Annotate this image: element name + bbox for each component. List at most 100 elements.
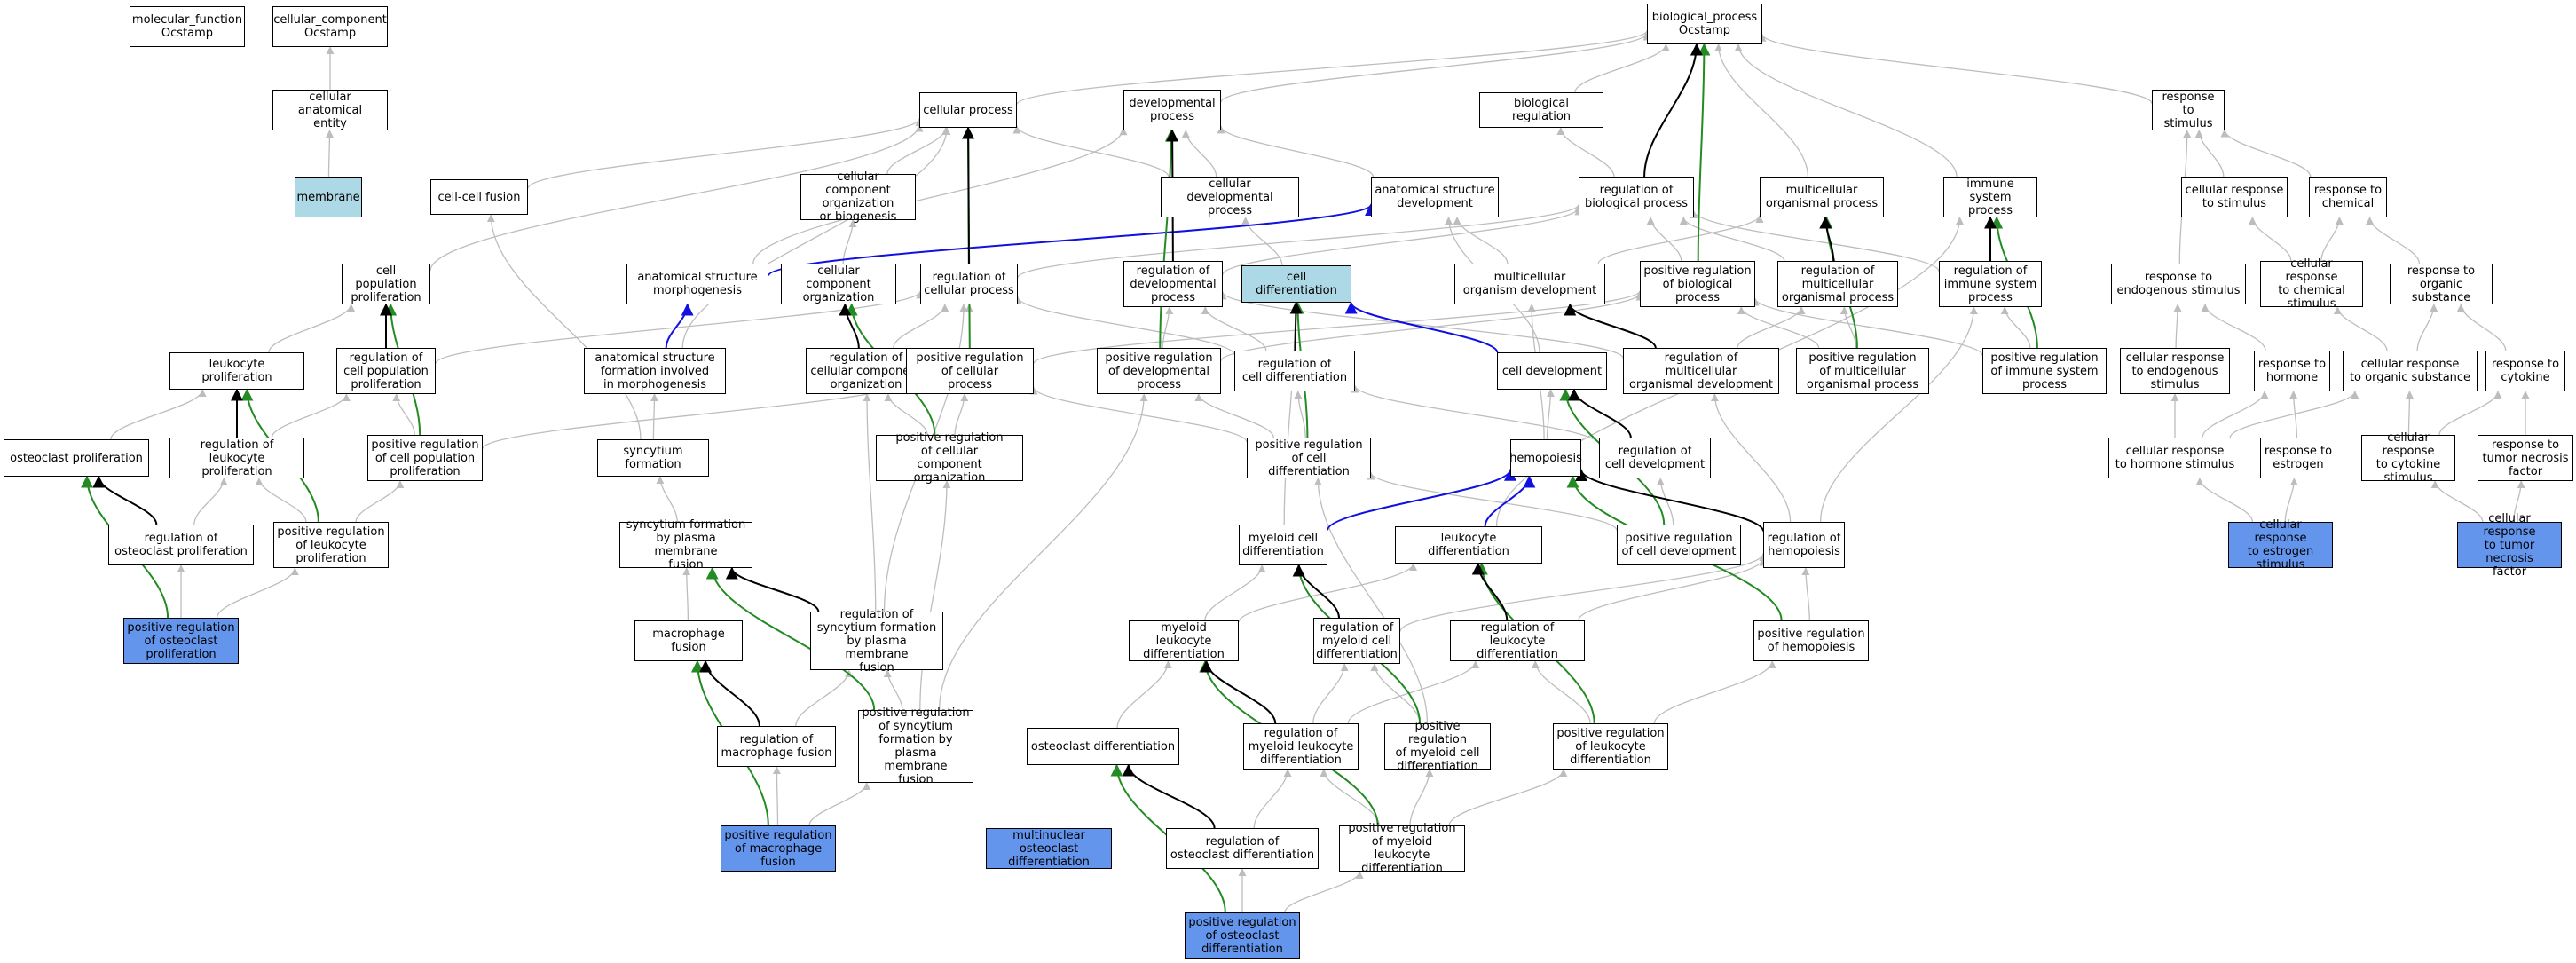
edge-prisp-to-regisp xyxy=(2000,306,2031,349)
go-term-regmop: regulation of multicellular organismal p… xyxy=(1777,261,1898,307)
go-term-asd: anatomical structure development xyxy=(1371,177,1499,217)
edge-prbp-to-bp xyxy=(1697,43,1711,262)
edge-prmcd-to-regmcd xyxy=(1370,663,1421,724)
edge-rcyto-to-ros xyxy=(2456,304,2507,351)
go-term-cellfusion: cell-cell fusion xyxy=(430,179,528,215)
edge-prmld-to-prld xyxy=(1448,769,1568,826)
go-term-rhorm: response to hormone xyxy=(2254,351,2330,391)
edge-mld-to-mcd xyxy=(1204,564,1266,621)
edge-crhs-to-cros xyxy=(2229,391,2359,438)
edge-prdev-to-devproc xyxy=(1159,129,1178,349)
go-term-mld: myeloid leukocyte differentiation xyxy=(1129,620,1239,661)
edge-hemo-to-celldev xyxy=(1546,389,1556,440)
go-term-regsf: regulation of syncytium formation by pla… xyxy=(810,608,943,675)
edge-mfusion-to-sfpmf xyxy=(682,567,691,621)
edge-ld-to-hemo xyxy=(1484,475,1536,527)
edge-asm-to-devproc xyxy=(752,127,1128,264)
go-term-crhs: cellular response to hormone stimulus xyxy=(2108,438,2241,478)
edge-prdev-to-regdev xyxy=(1162,306,1174,349)
edge-regmcd-to-reghemo xyxy=(1399,552,1768,632)
go-term-prld: positive regulation of leukocyte differe… xyxy=(1553,723,1668,770)
go-term-cc: cellular_component Ocstamp xyxy=(272,6,388,47)
go-term-devproc: developmental process xyxy=(1123,90,1221,130)
go-term-prisp: positive regulation of immune system pro… xyxy=(1982,348,2107,394)
go-term-crtnf: cellular response to tumor necrosis fact… xyxy=(2457,512,2562,579)
go-term-bioreg: biological regulation xyxy=(1479,92,1603,128)
go-term-regbp: regulation of biological process xyxy=(1579,177,1694,217)
edge-regmf-to-mfusion xyxy=(699,659,760,727)
edge-crendo-to-rendo xyxy=(2173,304,2182,349)
edge-reghemo-to-regisp xyxy=(1819,306,1978,523)
go-term-procd: positive regulation of osteoclast differ… xyxy=(1185,912,1300,959)
go-term-celldevproc: cellular developmental process xyxy=(1161,177,1299,217)
go-term-cae: cellular anatomical entity xyxy=(272,90,388,130)
edge-ocprolif-to-lprolif xyxy=(110,389,207,440)
go-term-mop: multicellular organismal process xyxy=(1760,177,1884,217)
edge-regcco-to-regcp xyxy=(893,304,949,349)
edge-prcdev-to-prcd xyxy=(1367,471,1618,531)
edge-regisp-to-regbp xyxy=(1690,210,1940,272)
go-term-regocd: regulation of osteoclast differentiation xyxy=(1166,828,1319,869)
go-term-regmf: regulation of macrophage fusion xyxy=(717,726,836,767)
go-term-isp: immune system process xyxy=(1943,177,2037,217)
go-term-regcp: regulation of cellular process xyxy=(920,264,1018,304)
go-term-regmcd: regulation of myeloid cell differentiati… xyxy=(1313,618,1400,664)
go-term-crcs: cellular response to chemical stimulus xyxy=(2260,257,2363,311)
edge-regmld-to-mld xyxy=(1200,659,1277,724)
edge-asfim-to-asm xyxy=(665,303,694,349)
go-term-prbp: positive regulation of biological proces… xyxy=(1640,261,1755,307)
edge-prsf-to-prdev xyxy=(938,393,1148,711)
edge-cellproc-to-bp xyxy=(1016,29,1651,106)
go-term-regisp: regulation of immune system process xyxy=(1939,261,2042,307)
edge-regmcd-to-mcd xyxy=(1292,564,1340,619)
edge-prld-to-regld xyxy=(1531,660,1591,724)
edge-sfpmf-to-syncform xyxy=(656,476,678,523)
edge-regbp-to-bp xyxy=(1643,43,1703,178)
edge-prmf-to-prsf xyxy=(808,782,871,826)
go-term-mod: multicellular organism development xyxy=(1454,264,1605,304)
edge-crcs-to-crs xyxy=(2248,217,2292,262)
go-term-crcyto: cellular response to cytokine stimulus xyxy=(2361,431,2455,485)
edge-crtnf-to-rtnf xyxy=(2513,480,2525,523)
go-term-regdev: regulation of developmental process xyxy=(1123,261,1223,307)
go-term-ocprolif: osteoclast proliferation xyxy=(4,439,149,477)
edge-regmop-to-regbp xyxy=(1679,217,1785,262)
edge-cpp-to-cellproc xyxy=(429,123,924,272)
edge-rchem-to-respstim xyxy=(2220,129,2312,178)
go-term-prcpp: positive regulation of cell population p… xyxy=(367,435,483,481)
edge-regld-to-reghemo xyxy=(1578,557,1768,621)
edge-mod-to-mop xyxy=(1597,214,1764,264)
go-term-prcp: positive regulation of cellular process xyxy=(906,348,1034,394)
go-term-mf: molecular_function Ocstamp xyxy=(130,6,245,47)
go-term-syncform: syncytium formation xyxy=(597,439,709,477)
go-term-prcdev: positive regulation of cell development xyxy=(1617,525,1741,565)
edge-regsf-to-sfpmf xyxy=(725,566,820,612)
edge-regsf-to-regcco xyxy=(863,393,877,612)
edge-cros-to-crcs xyxy=(2333,306,2388,351)
edge-celldev-to-celldiff xyxy=(1344,301,1499,353)
edge-cros-to-ros xyxy=(2416,304,2438,351)
edge-regmld-to-regmcd xyxy=(1312,663,1349,724)
edge-rhorm-to-rendo xyxy=(2201,304,2266,351)
edge-cres-to-restr xyxy=(2284,478,2298,523)
edge-regld-to-ld xyxy=(1471,562,1509,621)
edge-prsf-to-prcco xyxy=(919,480,951,711)
edge-reghemo-to-regmod xyxy=(1710,393,1792,523)
go-term-asfim: anatomical structure formation involved … xyxy=(584,348,726,394)
edge-prhemo-to-reghemo xyxy=(1801,567,1810,621)
edge-crs-to-respstim xyxy=(2194,130,2225,178)
edge-prcd-to-prcp xyxy=(1029,386,1248,443)
go-term-prmf: positive regulation of macrophage fusion xyxy=(721,825,836,872)
go-term-cros: cellular response to organic substance xyxy=(2343,351,2478,391)
edge-procd-to-prmld xyxy=(1284,871,1364,913)
edge-prbp-to-regbp xyxy=(1646,217,1682,262)
edge-cco-to-ccob xyxy=(842,219,857,264)
edge-prcd-to-prdev xyxy=(1194,393,1274,438)
edge-lprolif-to-cpp xyxy=(268,304,356,353)
edge-ocd-to-mld xyxy=(1116,660,1172,729)
edge-crhs-to-rhorm xyxy=(2202,391,2269,438)
edge-prcpp-to-regcpp xyxy=(392,393,415,436)
go-term-regocp: regulation of osteoclast proliferation xyxy=(108,525,254,565)
